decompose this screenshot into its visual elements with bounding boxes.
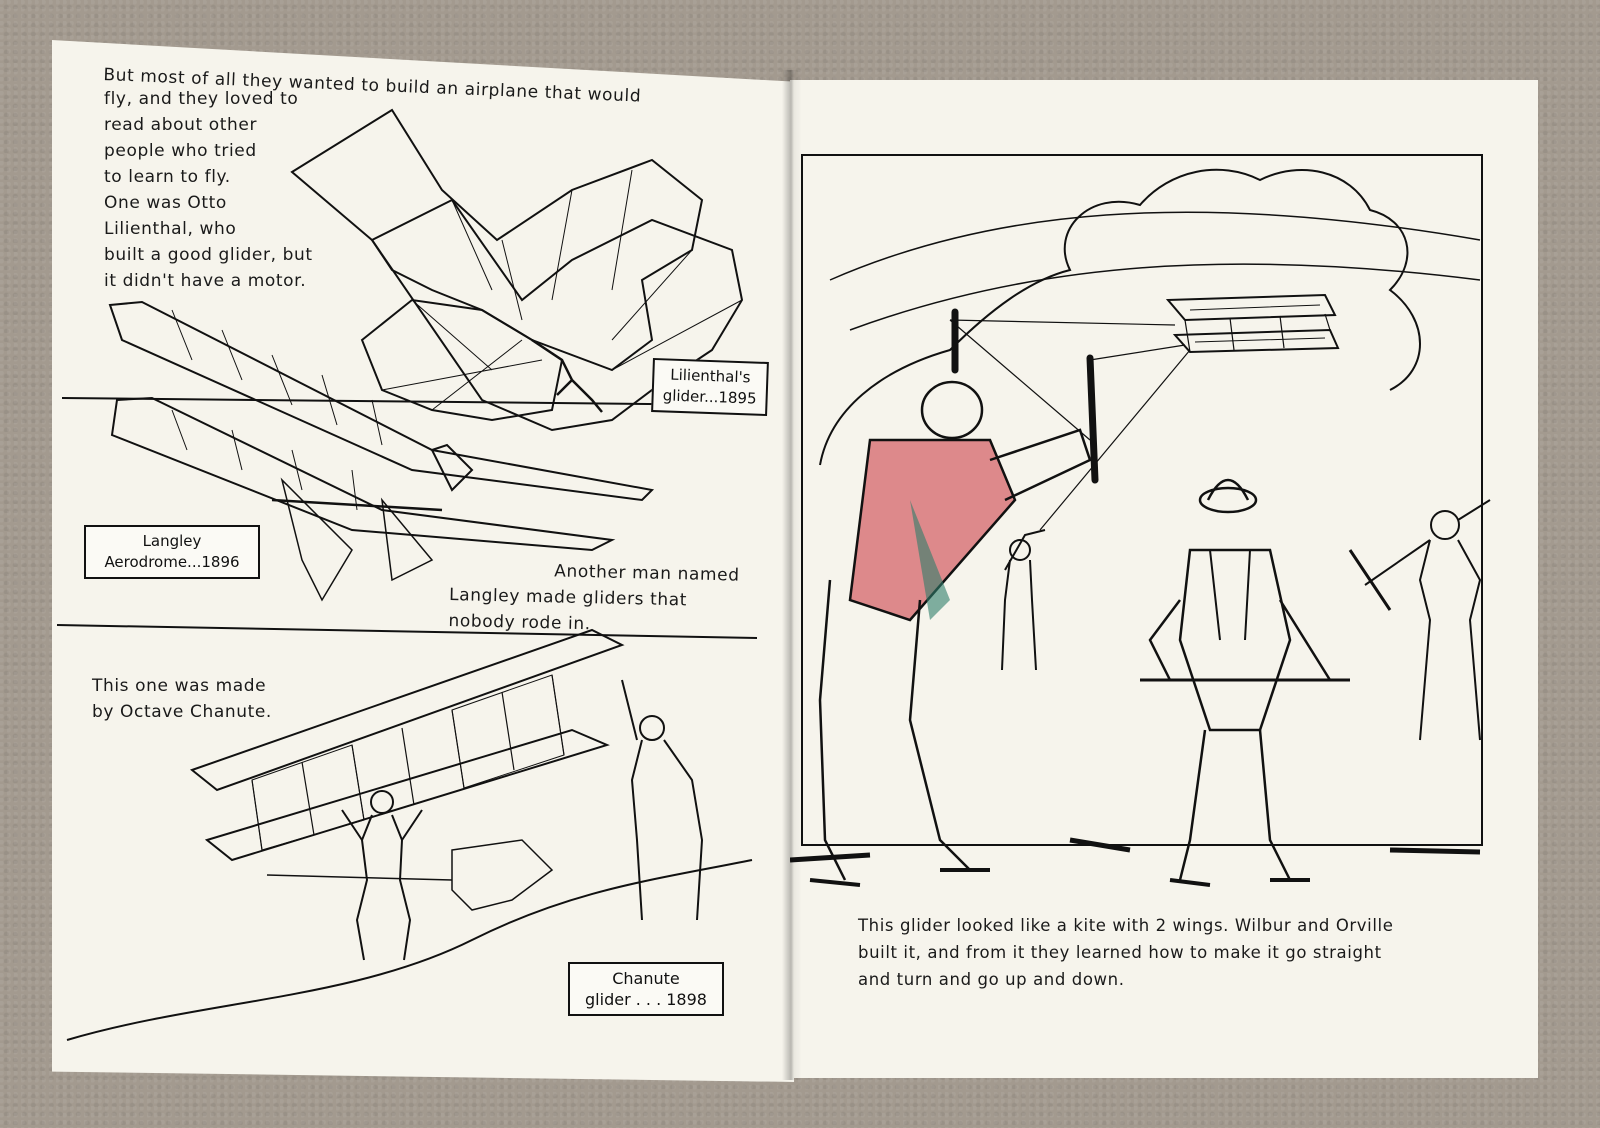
- lilienthal-caption: Lilienthal's glider...1895: [651, 357, 769, 417]
- left-page-illustrations: [56, 108, 758, 1041]
- hill-line: [66, 859, 753, 1041]
- ground-shadows: [790, 837, 1481, 863]
- langley-aerodrome-drawing: [108, 300, 655, 602]
- illustration-frame: [801, 154, 1483, 846]
- langley-text: Another man named Langley made gliders t…: [448, 556, 740, 641]
- caption-line: Chanute: [612, 969, 680, 988]
- kite-glider-caption: This glider looked like a kite with 2 wi…: [858, 912, 1518, 993]
- man-at-right: [1348, 499, 1491, 741]
- caption-line: Aerodrome...1896: [104, 553, 240, 571]
- kite-strings: [949, 319, 1191, 531]
- intro-text-line: people who tried: [104, 141, 257, 161]
- intro-text-block: fly, and they loved to read about other …: [104, 86, 364, 294]
- intro-text-line: built a good glider, but: [104, 245, 313, 265]
- intro-text-line: One was Otto: [104, 193, 227, 213]
- distant-man: [1001, 529, 1046, 671]
- caption-line: glider...1895: [662, 386, 757, 408]
- right-page-illustration: [790, 154, 1491, 887]
- intro-text-line: read about other: [104, 115, 258, 135]
- wright-kite-glider-drawing: [1165, 293, 1340, 354]
- chanute-text: This one was made by Octave Chanute.: [92, 673, 352, 725]
- intro-text-line: it didn't have a motor.: [104, 271, 307, 291]
- langley-caption: Langley Aerodrome...1896: [84, 525, 260, 579]
- right-page: [790, 80, 1538, 1078]
- sky-lines: [829, 211, 1481, 331]
- chanute-figures: [341, 679, 704, 961]
- chanute-glider-drawing: [189, 628, 625, 911]
- lilienthal-glider-drawing: [290, 108, 744, 432]
- kite-caption-line: built it, and from it they learned how t…: [858, 943, 1382, 962]
- chanute-text-line: by Octave Chanute.: [92, 702, 272, 722]
- kite-caption-line: and turn and go up and down.: [858, 970, 1125, 989]
- intro-text-line: Lilienthal, who: [104, 219, 237, 239]
- kite-caption-line: This glider looked like a kite with 2 wi…: [858, 916, 1394, 935]
- book-gutter: [782, 70, 802, 1080]
- man-with-vest: [809, 380, 1092, 887]
- divider-line-middle: [56, 624, 758, 639]
- caption-line: Langley: [142, 532, 202, 550]
- man-with-hat: [1140, 478, 1350, 887]
- intro-text-line: to learn to fly.: [104, 167, 231, 187]
- intro-text-line: fly, and they loved to: [104, 89, 299, 109]
- control-sticks: [951, 308, 1099, 484]
- ground-line-top: [61, 397, 753, 406]
- caption-line: glider . . . 1898: [585, 990, 707, 1009]
- chanute-caption: Chanute glider . . . 1898: [568, 962, 724, 1016]
- chanute-text-line: This one was made: [92, 676, 267, 696]
